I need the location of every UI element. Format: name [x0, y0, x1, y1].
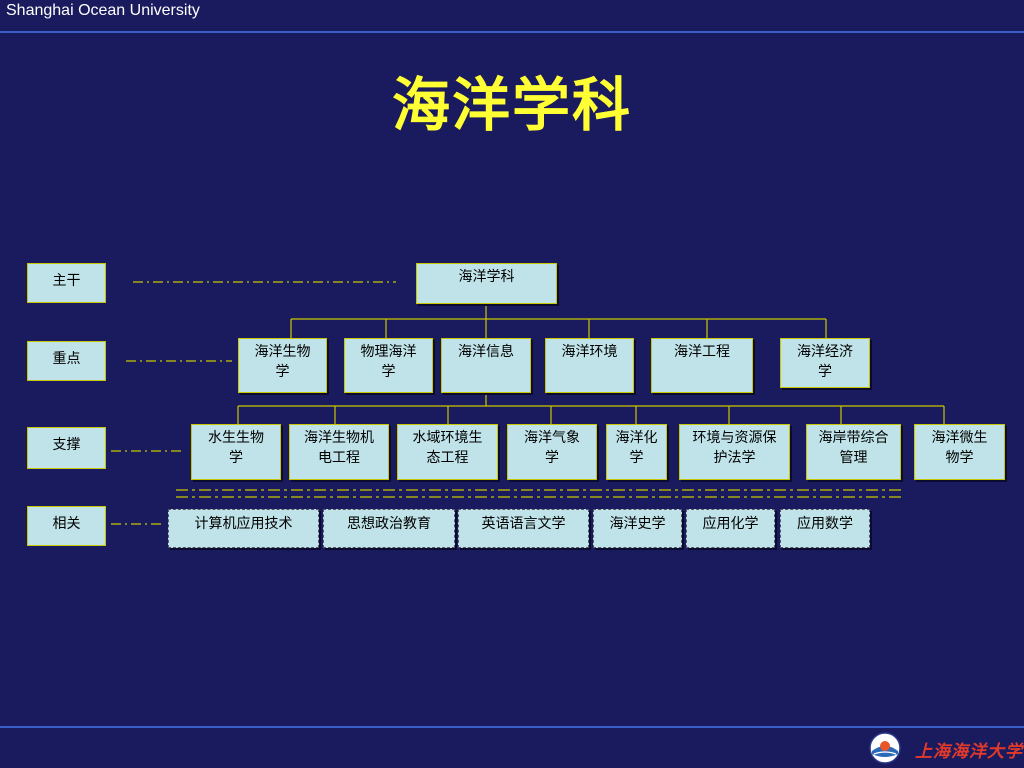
support-discipline-box: 环境与资源保 护法学 — [679, 424, 790, 480]
discipline-line: 海洋化 — [615, 430, 658, 446]
support-discipline-box: 水域环境生 态工程 — [397, 424, 498, 480]
key-discipline-box: 海洋工程 — [651, 338, 753, 393]
related-discipline-box: 计算机应用技术 — [168, 509, 319, 548]
level-label-support: 支撑 — [27, 427, 106, 469]
discipline-line: 态工程 — [426, 450, 469, 466]
discipline-line: 学 — [229, 450, 243, 466]
discipline-line: 海洋生物机 — [304, 430, 374, 446]
support-discipline-box: 海洋微生 物学 — [914, 424, 1005, 480]
discipline-line: 海岸带综合 — [818, 430, 889, 446]
discipline-line: 海洋环境 — [561, 344, 618, 360]
level-label-related: 相关 — [27, 506, 106, 546]
discipline-line: 海洋微生 — [931, 430, 988, 446]
discipline-line: 海洋信息 — [458, 344, 514, 360]
level-label-main: 主干 — [27, 263, 106, 303]
discipline-line: 水域环境生 — [412, 430, 483, 446]
related-discipline-box: 海洋史学 — [593, 509, 682, 548]
university-name: Shanghai Ocean University — [6, 2, 200, 19]
key-discipline-box: 物理海洋 学 — [344, 338, 433, 393]
support-discipline-box: 水生生物 学 — [191, 424, 281, 480]
discipline-line: 海洋经济 — [797, 344, 853, 360]
discipline-line: 海洋工程 — [674, 344, 730, 360]
related-discipline-box: 应用化学 — [686, 509, 775, 548]
discipline-line: 海洋生物 — [254, 344, 311, 360]
key-discipline-box: 海洋经济 学 — [780, 338, 870, 388]
support-discipline-box: 海洋生物机 电工程 — [289, 424, 389, 480]
discipline-line: 环境与资源保 — [692, 430, 777, 446]
university-seal-icon — [869, 732, 901, 764]
top-divider — [0, 31, 1024, 33]
discipline-line: 学 — [629, 450, 644, 466]
related-discipline-box: 英语语言文学 — [458, 509, 589, 548]
support-discipline-box: 海岸带综合 管理 — [806, 424, 901, 480]
key-discipline-box: 海洋信息 — [441, 338, 531, 393]
discipline-line: 护法学 — [713, 450, 756, 466]
discipline-line: 管理 — [839, 450, 868, 466]
discipline-line: 物理海洋 — [360, 344, 417, 360]
key-discipline-box: 海洋生物 学 — [238, 338, 327, 393]
support-discipline-box: 海洋化 学 — [606, 424, 667, 480]
bottom-divider — [0, 726, 1024, 728]
page-title: 海洋学科 — [391, 71, 632, 139]
discipline-line: 学 — [818, 364, 832, 380]
discipline-line: 海洋气象 — [524, 430, 580, 446]
key-discipline-box: 海洋环境 — [545, 338, 634, 393]
support-discipline-box: 海洋气象 学 — [507, 424, 597, 480]
discipline-line: 物学 — [945, 450, 974, 466]
discipline-line: 学 — [545, 450, 559, 466]
related-discipline-box: 应用数学 — [780, 509, 870, 548]
root-discipline-box: 海洋学科 — [416, 263, 557, 304]
discipline-line: 水生生物 — [208, 430, 264, 446]
discipline-line: 学 — [275, 364, 290, 380]
level-label-key: 重点 — [27, 341, 106, 381]
discipline-line: 学 — [381, 364, 396, 380]
discipline-line: 电工程 — [318, 450, 360, 466]
university-logo-text: 上海海洋大学 — [915, 742, 1023, 762]
related-discipline-box: 思想政治教育 — [323, 509, 455, 548]
